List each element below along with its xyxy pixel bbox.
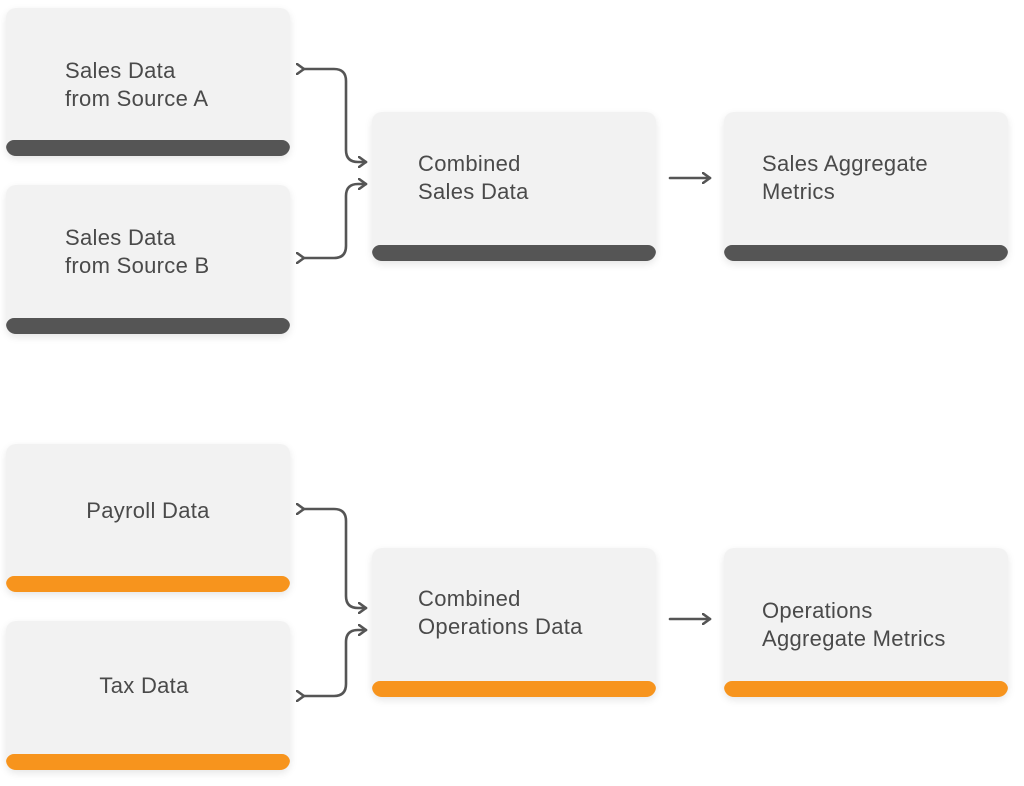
payroll-bar: [6, 576, 290, 592]
sales-source-a-label: Sales Data from Source A: [65, 58, 209, 111]
combined-sales-label: Combined Sales Data: [418, 151, 529, 204]
sales-aggregate-bar: [724, 245, 1008, 261]
combined-sales-card: Combined Sales Data: [372, 112, 656, 261]
sales-source-b-connector: [304, 184, 368, 258]
payroll-connector: [304, 509, 368, 608]
combined-operations-bar: [372, 681, 656, 697]
sales-source-a-card: Sales Data from Source A: [6, 8, 290, 156]
payroll-card: Payroll Data: [6, 444, 290, 592]
combined-operations-label: Combined Operations Data: [418, 586, 583, 639]
tax-label: Tax Data: [99, 673, 189, 698]
sales-source-b-bar: [6, 318, 290, 334]
sales-aggregate-label: Sales Aggregate Metrics: [762, 151, 928, 204]
combined-sales-bar: [372, 245, 656, 261]
operations-aggregate-label: Operations Aggregate Metrics: [762, 598, 946, 651]
tax-connector: [304, 630, 368, 696]
sales-source-b-label: Sales Data from Source B: [65, 225, 210, 278]
payroll-label: Payroll Data: [86, 498, 210, 523]
combined-operations-card: Combined Operations Data: [372, 548, 656, 697]
tax-bar: [6, 754, 290, 770]
sales-source-a-bar: [6, 140, 290, 156]
sales-source-a-connector: [304, 69, 368, 162]
sales-source-b-card: Sales Data from Source B: [6, 185, 290, 334]
tax-card: Tax Data: [6, 621, 290, 770]
operations-aggregate-bar: [724, 681, 1008, 697]
operations-aggregate-card: Operations Aggregate Metrics: [724, 548, 1008, 697]
sales-aggregate-card: Sales Aggregate Metrics: [724, 112, 1008, 261]
